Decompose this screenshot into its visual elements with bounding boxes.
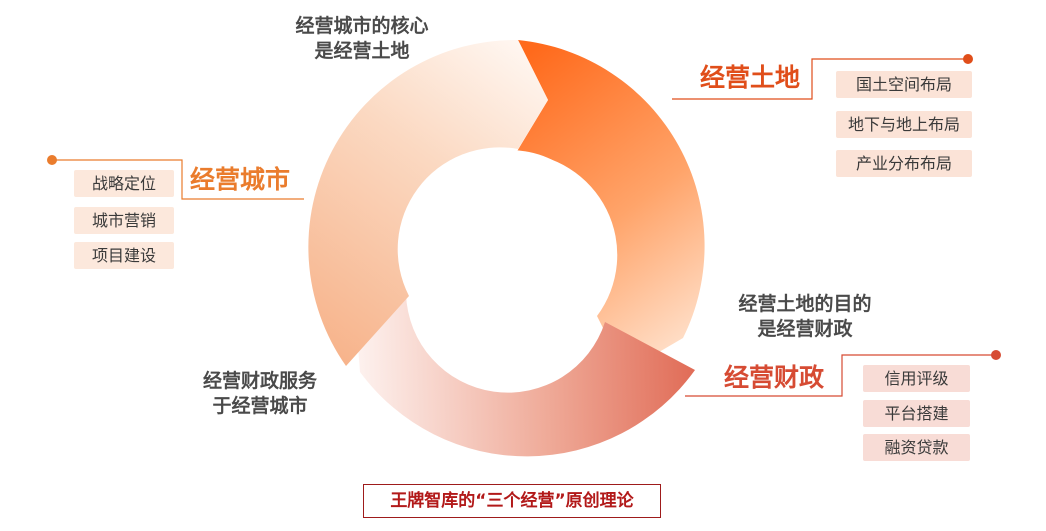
caption-finance-to-city: 经营财政服务 于经营城市 <box>160 369 360 419</box>
city-arrow-segment <box>308 39 548 366</box>
city-tag: 城市营销 <box>74 207 174 234</box>
land-leader-line <box>672 58 968 100</box>
center-hole <box>409 150 609 350</box>
city-leader-dot <box>47 155 57 165</box>
footer-title: 王牌智库的“三个经营”原创理论 <box>363 484 661 518</box>
caption-line: 是经营土地 <box>314 40 410 62</box>
land-leader-dot <box>963 54 973 64</box>
caption-line: 经营土地的目的 <box>738 293 872 315</box>
caption-land-to-finance: 经营土地的目的 是经营财政 <box>710 292 900 342</box>
land-arrow-segment <box>516 40 705 372</box>
finance-tag: 信用评级 <box>863 365 970 392</box>
city-leader-line <box>52 159 304 200</box>
finance-leader-line <box>685 354 996 397</box>
land-tag: 地下与地上布局 <box>836 111 972 138</box>
land-tag: 产业分布布局 <box>836 150 972 177</box>
city-title: 经营城市 <box>190 165 291 194</box>
caption-line: 于经营城市 <box>212 395 308 417</box>
land-title: 经营土地 <box>700 63 801 92</box>
land-tag: 国土空间布局 <box>836 71 972 98</box>
finance-arrow-segment <box>357 294 695 457</box>
finance-title: 经营财政 <box>724 363 825 392</box>
finance-tag: 平台搭建 <box>863 400 970 427</box>
caption-line: 是经营财政 <box>757 318 853 340</box>
caption-line: 经营财政服务 <box>202 370 317 392</box>
city-tag: 战略定位 <box>74 170 174 197</box>
finance-leader-dot <box>991 350 1001 360</box>
caption-line: 经营城市的核心 <box>295 15 429 37</box>
caption-city-to-land: 经营城市的核心 是经营土地 <box>262 14 462 64</box>
finance-tag: 融资贷款 <box>863 434 970 461</box>
city-tag: 项目建设 <box>74 242 174 269</box>
